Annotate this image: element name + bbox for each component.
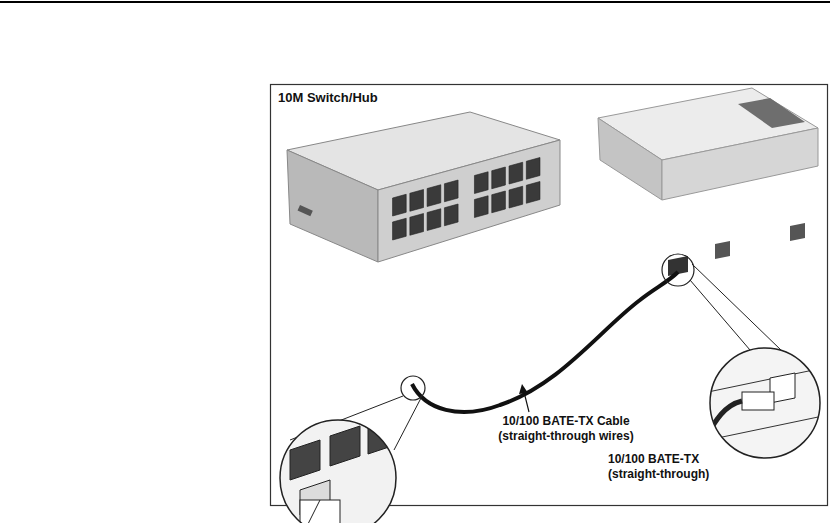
switch-hub	[287, 112, 560, 262]
top-rule	[0, 1, 830, 3]
figure-title: 10M Switch/Hub	[278, 90, 478, 105]
zoom-marker	[662, 254, 694, 286]
zoom-switch-port	[278, 414, 400, 523]
cable-label: 10/100 BATE-TX Cable (straight-through w…	[488, 414, 644, 444]
leader-line	[394, 398, 421, 450]
zoom-marker	[401, 376, 425, 400]
zoom-device-port	[705, 346, 823, 461]
network-device	[598, 88, 818, 276]
figure-frame	[271, 85, 828, 506]
zoom-circle	[710, 348, 820, 458]
pointer-line	[524, 392, 529, 412]
cable	[412, 272, 678, 412]
pointer-head	[519, 384, 528, 394]
zoom-circle	[280, 420, 396, 523]
port-label: 10/100 BATE-TX (straight-through)	[608, 452, 732, 482]
